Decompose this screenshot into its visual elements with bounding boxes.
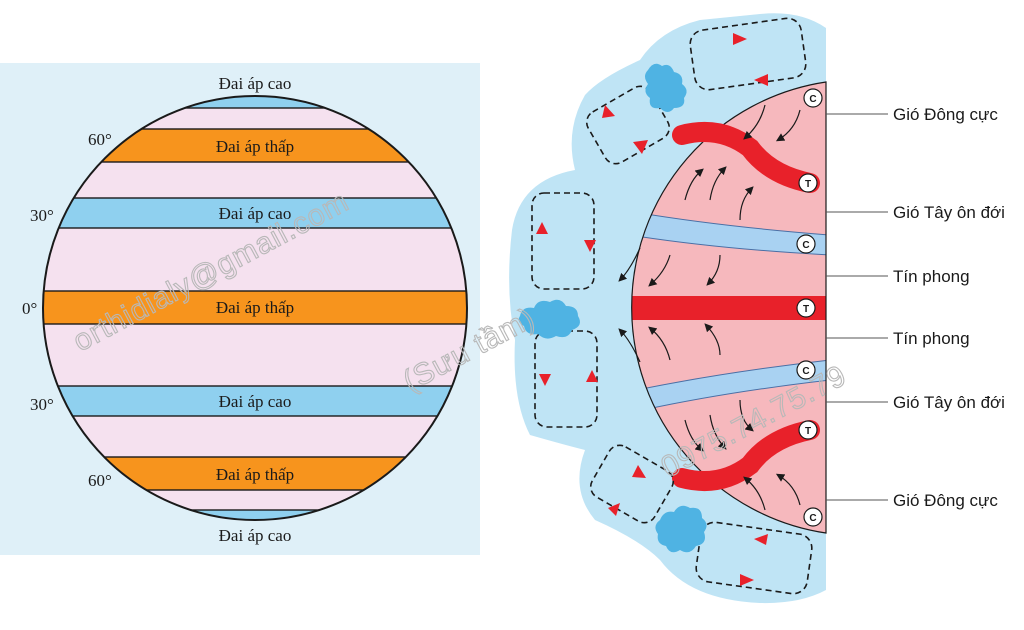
cell-arrow-12 — [740, 574, 754, 586]
arrow-west-n3 — [739, 186, 754, 221]
belt-high-30n — [43, 197, 467, 229]
arrow-polar-s2 — [775, 473, 801, 506]
arrow-polar-n2 — [775, 109, 801, 142]
svg-text:T: T — [805, 179, 811, 190]
svg-text:T: T — [805, 426, 811, 437]
pressure-markers: C T C T C T C — [796, 88, 823, 527]
marker-low-equator: T — [796, 298, 816, 318]
front-low-60s — [672, 420, 820, 491]
cell-arrow-9 — [632, 465, 646, 478]
marker-high-30s: C — [796, 360, 816, 380]
globe-outline — [42, 95, 468, 521]
right-panel: C T C T C T C — [509, 13, 1005, 604]
cloud-equator — [518, 299, 580, 339]
latitude-30n: 30° — [30, 206, 54, 225]
marker-high-south-pole: C — [803, 507, 823, 527]
arrow-trade-s1 — [618, 328, 641, 363]
latitude-60s: 60° — [88, 471, 112, 490]
svg-text:T: T — [803, 304, 809, 315]
belt-label-south-high: Đai áp cao — [219, 526, 292, 545]
svg-text:C: C — [809, 513, 816, 524]
band-high-30n — [631, 205, 826, 256]
svg-text:C: C — [809, 94, 816, 105]
wind-label-polar-easterlies-n: Gió Đông cực — [893, 105, 998, 124]
wind-label-polar-easterlies-s: Gió Đông cực — [893, 491, 998, 510]
cell-arrow-2 — [754, 74, 768, 86]
belt-label-30n-high: Đai áp cao — [219, 204, 292, 223]
arrow-west-s3 — [739, 399, 754, 432]
latitude-30s: 30° — [30, 395, 54, 414]
band-low-equator — [631, 296, 826, 320]
hemisphere-outline — [631, 81, 827, 534]
belt-label-60s-low: Đai áp thấp — [216, 465, 294, 484]
svg-text:C: C — [802, 366, 809, 377]
cell-arrow-10 — [608, 503, 620, 516]
marker-low-60n: T — [798, 173, 818, 193]
belt-label-north-high: Đai áp cao — [219, 74, 292, 93]
cell-direction-arrows — [536, 33, 768, 586]
cell-mid-lower — [534, 330, 598, 428]
clouds — [518, 63, 707, 553]
globe — [43, 96, 467, 520]
arrow-west-s1 — [684, 419, 704, 452]
arrow-trade-s3 — [704, 323, 721, 356]
cell-arrow-7 — [539, 374, 551, 386]
arrow-polar-s1 — [743, 476, 766, 511]
wind-label-trade-winds-s: Tín phong — [893, 329, 970, 348]
belt-high-south-pole — [43, 509, 467, 520]
cell-arrow-4 — [633, 140, 648, 154]
wind-label-westerlies-n: Gió Tây ôn đới — [893, 203, 1005, 222]
arrow-west-s2 — [709, 414, 727, 450]
belt-label-30s-high: Đai áp cao — [219, 392, 292, 411]
arrow-trade-n2 — [648, 254, 671, 287]
belt-label-60n-low: Đai áp thấp — [216, 137, 294, 156]
wind-label-trade-winds-n: Tín phong — [893, 267, 970, 286]
arrow-trade-s2 — [648, 326, 671, 361]
left-panel: Đai áp cao Đai áp thấp Đai áp cao Đai áp… — [0, 63, 480, 555]
belt-low-equator — [43, 290, 467, 325]
cell-bottom-right — [695, 521, 813, 595]
cell-arrow-8 — [586, 370, 598, 382]
cloud-north — [645, 63, 687, 112]
leader-lines — [826, 113, 888, 501]
arrow-polar-n1 — [743, 104, 766, 140]
belt-label-equator-low: Đai áp thấp — [216, 298, 294, 317]
cell-arrow-3 — [602, 105, 615, 118]
cell-arrow-6 — [584, 240, 596, 252]
arrow-west-n1 — [684, 168, 704, 201]
wind-arrows — [618, 104, 801, 511]
marker-high-north-pole: C — [803, 88, 823, 108]
cloud-south — [655, 505, 707, 553]
cell-arrow-11 — [754, 534, 768, 545]
latitude-60n: 60° — [88, 130, 112, 149]
marker-low-60s: T — [798, 420, 818, 440]
arrow-trade-n1 — [618, 247, 641, 282]
cell-arrow-5 — [536, 222, 548, 234]
band-high-30s — [631, 359, 826, 421]
latitude-0: 0° — [22, 299, 37, 318]
wind-label-westerlies-s: Gió Tây ôn đới — [893, 393, 1005, 412]
cell-arrow-1 — [733, 33, 747, 45]
belt-high-30s — [43, 385, 467, 417]
arrow-west-n2 — [709, 166, 727, 201]
front-low-60n — [672, 122, 820, 193]
marker-high-30n: C — [796, 234, 816, 254]
svg-text:C: C — [802, 240, 809, 251]
cell-top-right — [689, 17, 807, 91]
arrow-trade-n3 — [706, 254, 721, 286]
